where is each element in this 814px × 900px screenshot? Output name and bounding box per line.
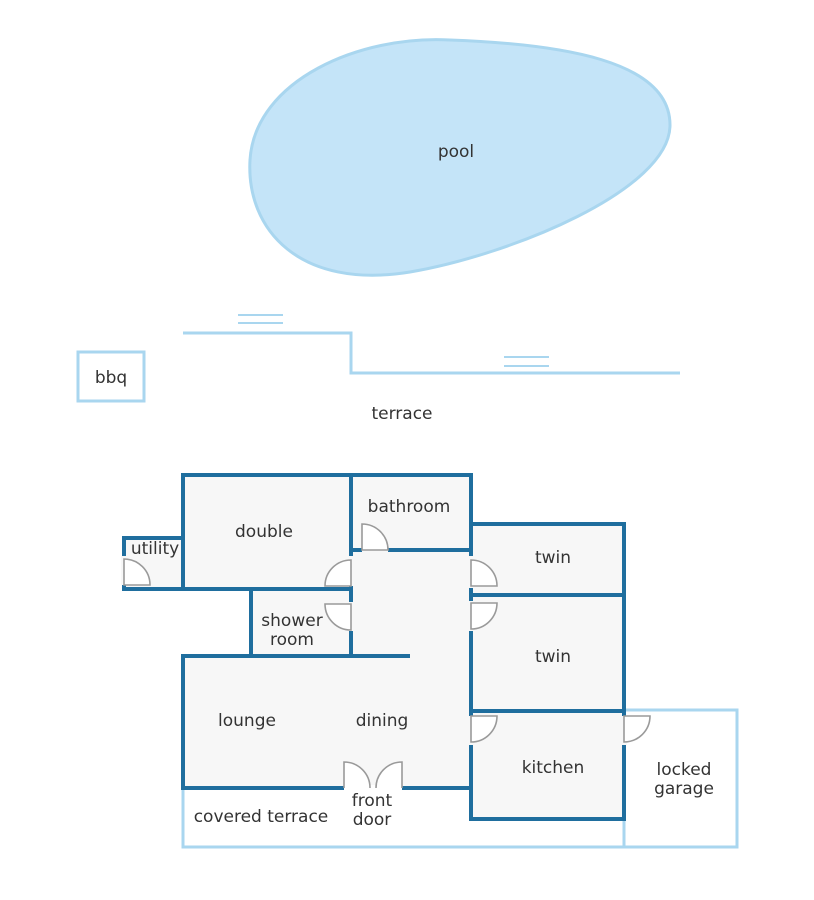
door-swings	[123, 523, 651, 789]
door-twin-upper	[470, 559, 498, 587]
room-label-twin-upper: twin	[535, 548, 571, 568]
door-twin-lower	[470, 602, 498, 630]
door-bathroom	[361, 523, 389, 551]
room-label-front-door-line2: door	[353, 810, 392, 830]
door-shower-room	[324, 603, 352, 631]
door-utility	[123, 558, 151, 586]
door-garage	[623, 715, 651, 743]
door-kitchen	[470, 715, 498, 743]
door-double	[324, 559, 352, 587]
door-front-left	[343, 761, 371, 789]
room-label-twin-lower: twin	[535, 647, 571, 667]
room-label-shower-line2: room	[270, 630, 314, 650]
room-label-garage-line2: garage	[654, 779, 714, 799]
room-label-garage-line1: locked	[657, 760, 712, 780]
room-label-lounge: lounge	[218, 711, 276, 731]
room-label-double: double	[235, 522, 293, 542]
room-label-kitchen: kitchen	[522, 758, 585, 778]
room-label-shower-line1: shower	[261, 611, 322, 631]
pool-label: pool	[438, 142, 474, 162]
bbq-label: bbq	[95, 368, 127, 388]
terrace-label: terrace	[371, 404, 432, 424]
pool-shape	[248, 38, 672, 277]
room-label-dining: dining	[356, 711, 409, 731]
terrace-edge	[183, 331, 680, 375]
bbq-box	[76, 350, 146, 403]
room-label-front-door-line1: front	[352, 791, 393, 811]
door-front-right	[375, 761, 403, 789]
room-label-bathroom: bathroom	[368, 497, 451, 517]
room-label-covered-terrace: covered terrace	[194, 807, 329, 827]
room-label-utility: utility	[131, 539, 179, 559]
